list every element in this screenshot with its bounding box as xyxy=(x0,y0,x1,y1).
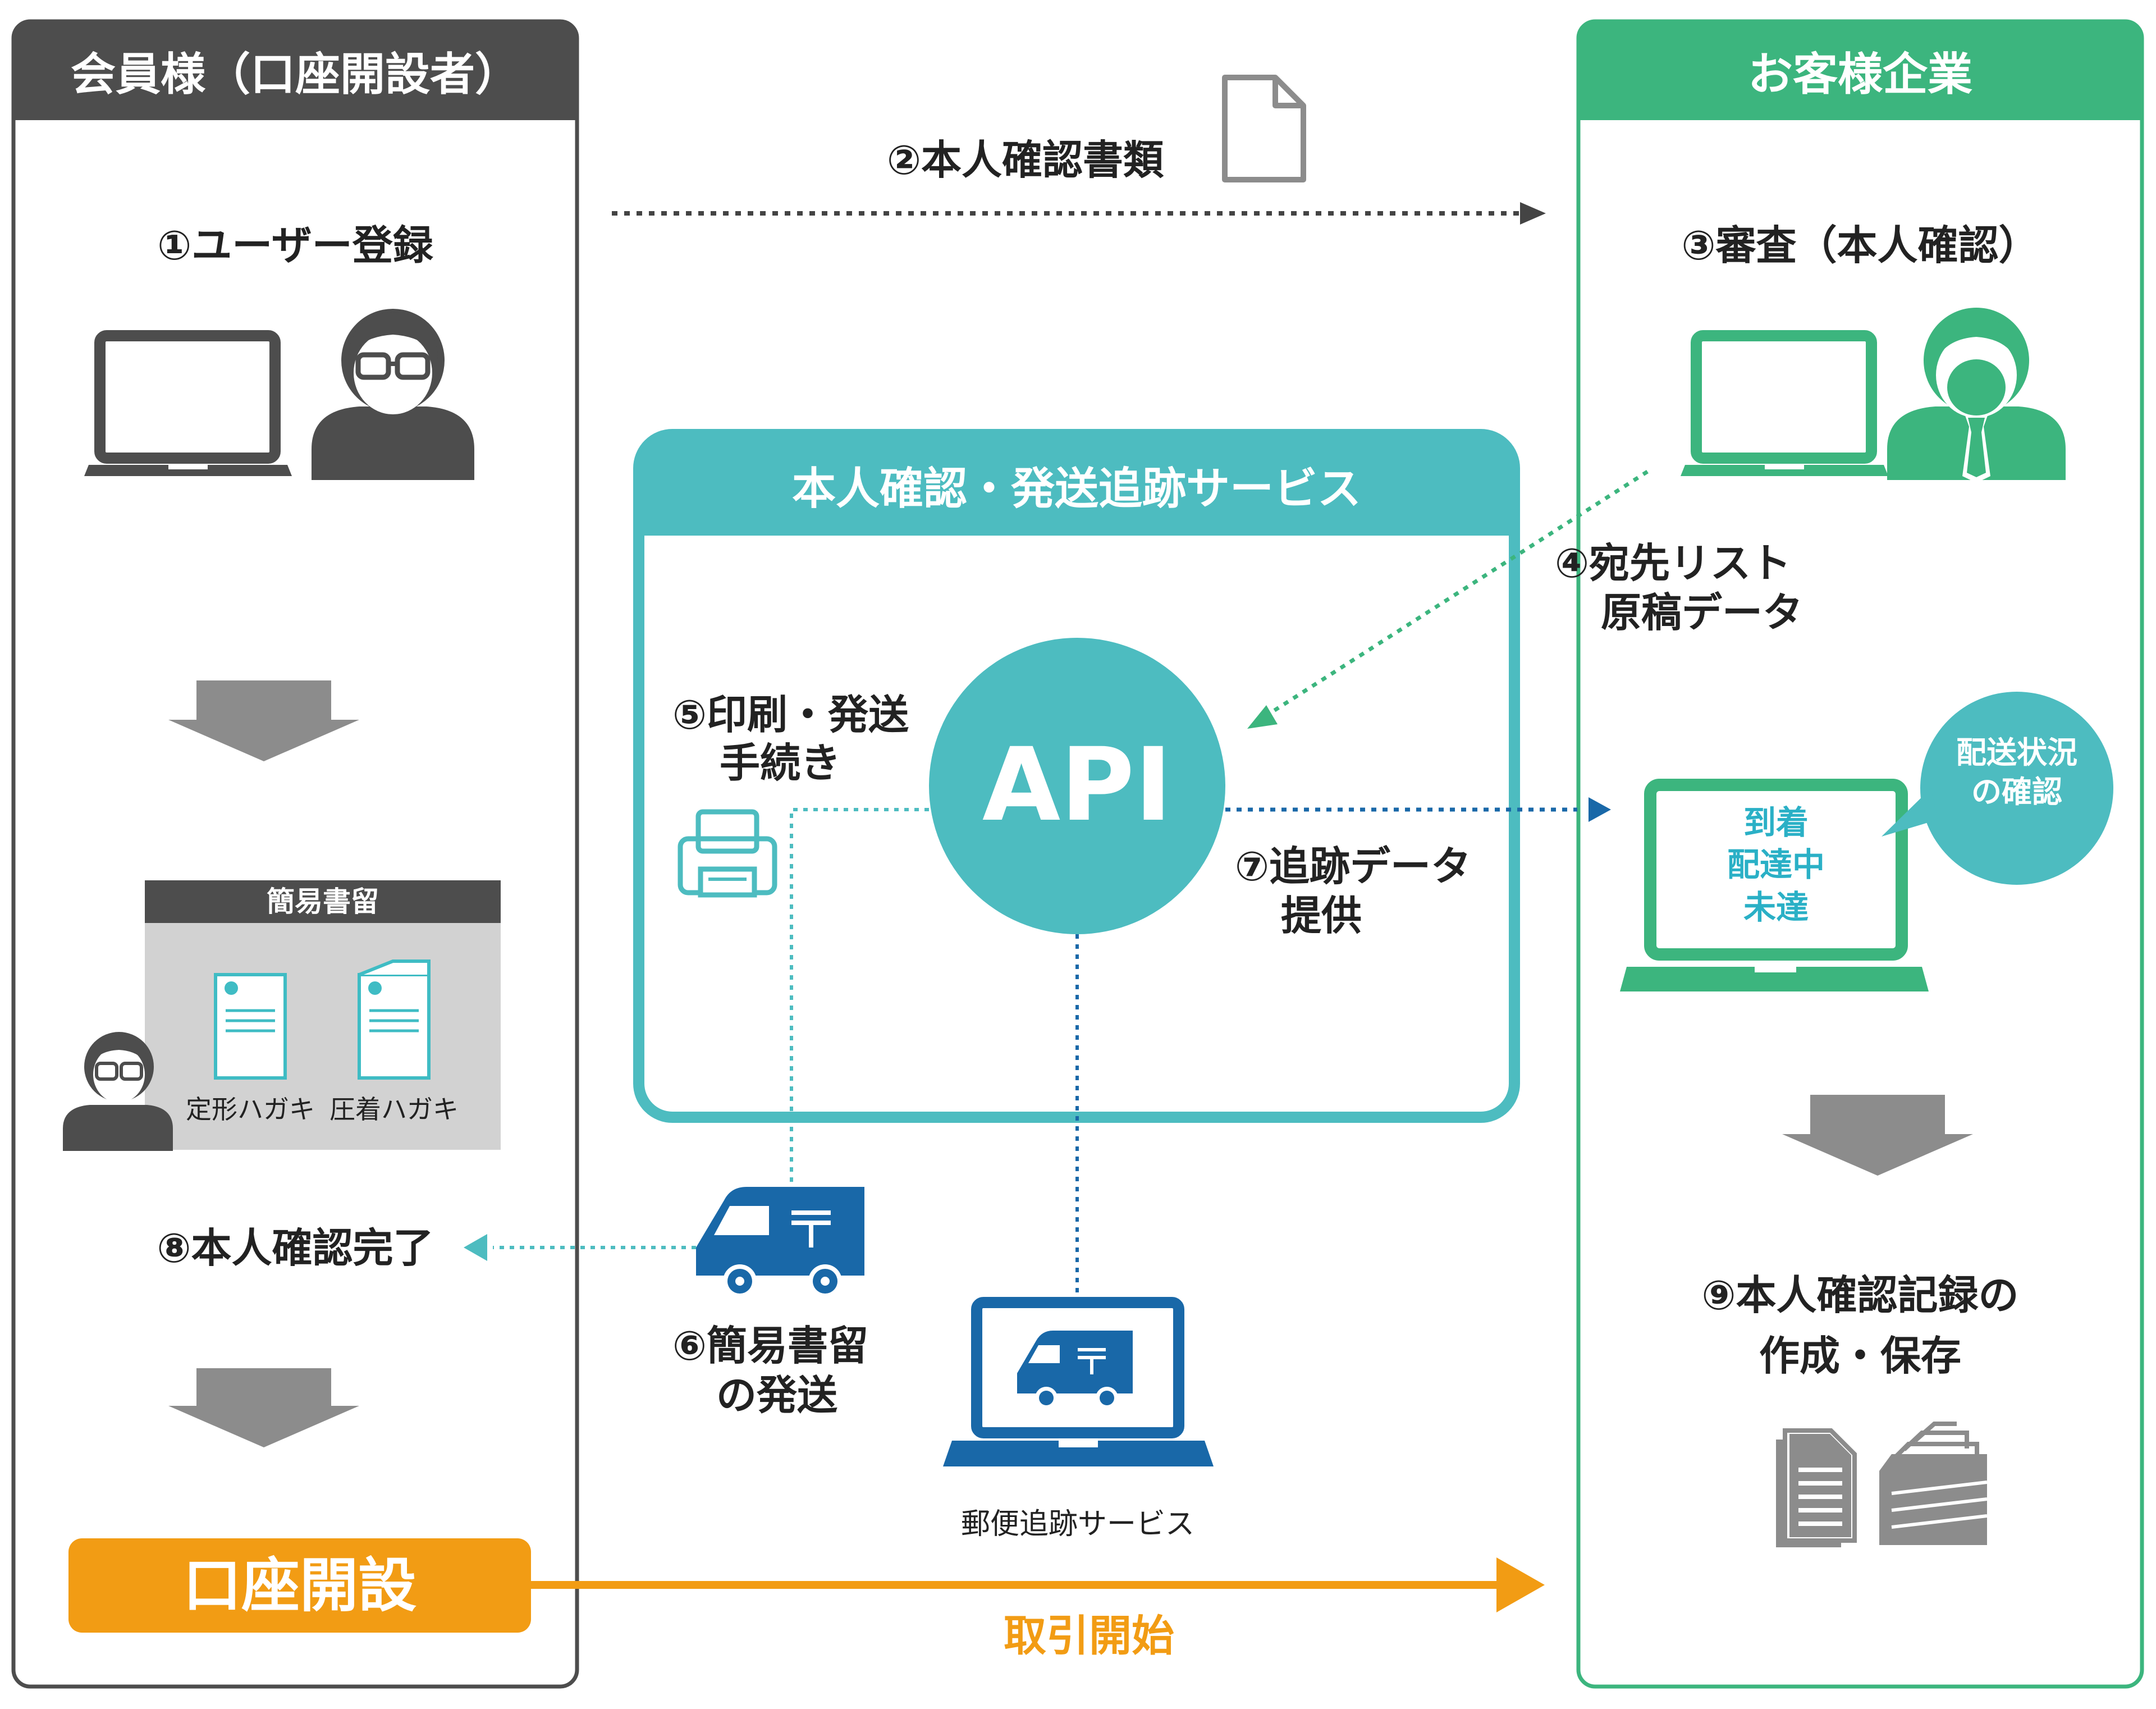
api-label: API xyxy=(982,726,1173,844)
card1-label: 定形ハガキ xyxy=(186,1094,315,1125)
step8-arrow-head xyxy=(464,1234,487,1261)
open-account-arrow-head xyxy=(1496,1557,1545,1612)
service-panel-title: 本人確認・発送追跡サービス xyxy=(791,464,1361,514)
mail-box-title: 簡易書留 xyxy=(267,885,379,918)
member-panel xyxy=(11,19,579,1689)
step9-label-line1: ⑨本人確認記録の xyxy=(1701,1272,2019,1319)
postcard-icon xyxy=(214,973,287,1080)
step4-arrow-line xyxy=(1267,470,1649,716)
status-arrived: 到着 xyxy=(1743,803,1809,842)
member-panel-title: 会員様（口座開設者） xyxy=(71,48,520,100)
step7-label-line2: 提供 xyxy=(1281,892,1362,939)
step5-label-line1: ⑤印刷・発送 xyxy=(672,691,909,738)
mail-box xyxy=(145,880,501,1150)
open-account-button-bg xyxy=(68,1538,531,1633)
bubble-line2: の確認 xyxy=(1971,774,2062,810)
step2-label: ②本人確認書類 xyxy=(887,136,1164,184)
step6-label-line1: ⑥簡易書留 xyxy=(672,1322,868,1369)
company-panel-title: お客様企業 xyxy=(1748,48,1972,100)
file-stack-icon xyxy=(1776,1428,1857,1547)
trade-start-label: 取引開始 xyxy=(1004,1611,1174,1661)
company-panel-header xyxy=(1578,21,2142,120)
card2-label: 圧着ハガキ xyxy=(329,1094,459,1125)
tracking-status-list: 到着 配達中 未達 xyxy=(1663,802,1889,929)
businessman-icon xyxy=(1887,308,2066,483)
bubble-line1: 配送状況 xyxy=(1956,735,2077,770)
printer-icon xyxy=(678,809,777,898)
status-undelivered: 未達 xyxy=(1743,888,1809,926)
step7-arrow-head xyxy=(1589,797,1611,822)
open-account-button[interactable]: 口座開設 xyxy=(182,1551,416,1620)
step8-label: ⑧本人確認完了 xyxy=(157,1224,434,1272)
sealed-postcard-icon xyxy=(358,959,431,1080)
folder-stack-icon xyxy=(1879,1422,1988,1545)
step7-label-line1: ⑦追跡データ xyxy=(1235,843,1471,890)
down-arrow-1 xyxy=(168,680,359,761)
tracking-laptop-icon xyxy=(1620,779,1929,991)
postal-laptop-icon xyxy=(943,1297,1214,1466)
api-circle xyxy=(929,638,1225,934)
mail-box-header xyxy=(145,880,501,923)
company-laptop-icon xyxy=(1681,330,1888,476)
open-account-arrow-line xyxy=(528,1581,1538,1589)
step4-arrow-head xyxy=(1247,705,1278,729)
step2-arrow-head xyxy=(1520,202,1546,225)
step3-label: ③審査（本人確認） xyxy=(1681,222,2039,269)
step4-label-line2: 原稿データ xyxy=(1601,589,1803,636)
laptop-icon xyxy=(84,330,292,476)
step1-label: ①ユーザー登録 xyxy=(157,222,433,269)
api-to-truck-line xyxy=(790,808,929,1185)
step6-label-line2: の発送 xyxy=(716,1372,838,1419)
member-panel-header xyxy=(13,21,577,120)
step9-label-line2: 作成・保存 xyxy=(1759,1332,1961,1379)
person-icon xyxy=(312,309,474,480)
service-panel-header xyxy=(639,435,1514,536)
status-in-delivery: 配達中 xyxy=(1727,846,1825,884)
step5-label-line2: 手続き xyxy=(720,739,841,787)
person-small-icon xyxy=(63,1032,173,1151)
delivery-truck-icon xyxy=(696,1187,864,1298)
small-truck-icon xyxy=(1017,1331,1133,1409)
postal-tracking-label: 郵便追跡サービス xyxy=(960,1507,1194,1541)
step4-label-line1: ④宛先リスト xyxy=(1555,540,1791,587)
document-icon xyxy=(1222,75,1306,182)
speech-bubble xyxy=(1882,692,2113,885)
down-arrow-2 xyxy=(168,1368,359,1447)
bubble-text: 配送状況 の確認 xyxy=(1920,733,2113,812)
down-arrow-3 xyxy=(1782,1095,1973,1176)
